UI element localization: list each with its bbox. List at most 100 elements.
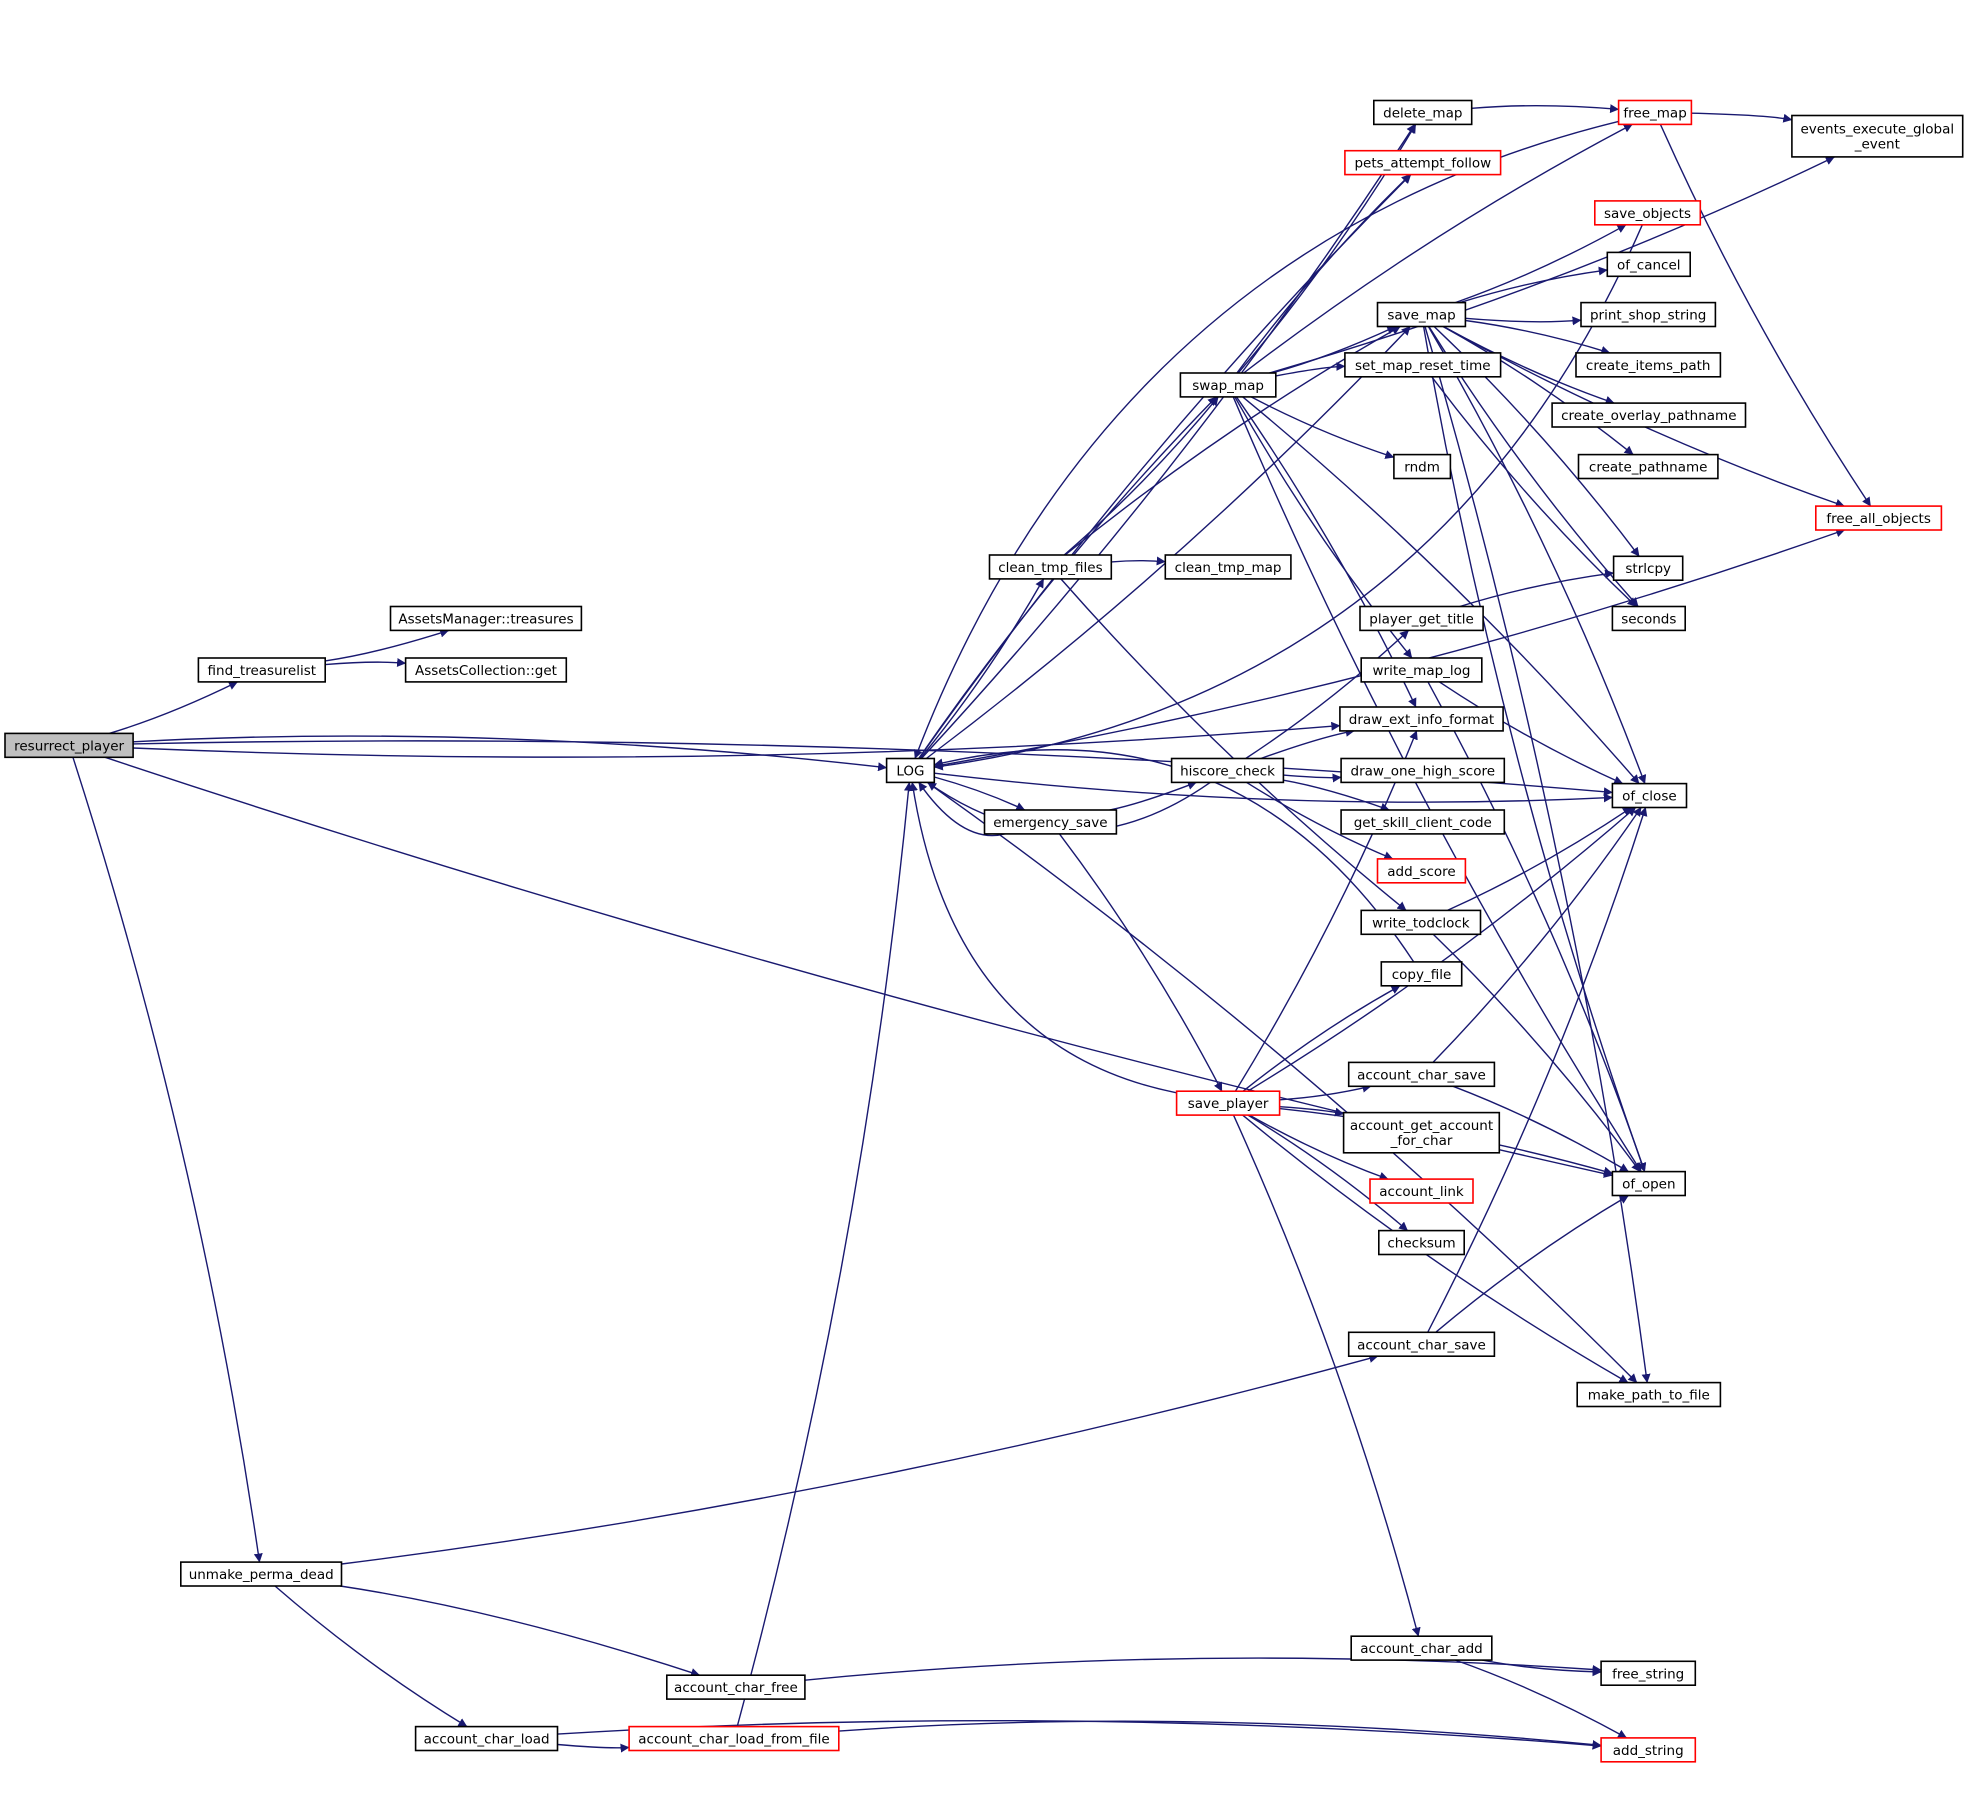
node-assets-get[interactable]: AssetsCollection::get xyxy=(404,657,568,683)
edge-free_map-to-events_execute_global_event xyxy=(1691,112,1793,123)
node-free-all-objects[interactable]: free_all_objects xyxy=(1815,505,1943,531)
node-label: set_map_reset_time xyxy=(1355,358,1491,374)
node-events-execute-global-event[interactable]: events_execute_global_event xyxy=(1791,114,1964,158)
node-box xyxy=(1380,961,1463,987)
node-label: _for_char xyxy=(1390,1133,1453,1149)
node-label: strlcpy xyxy=(1625,561,1671,577)
node-create-items-path[interactable]: create_items_path xyxy=(1575,352,1722,378)
node-label: save_player xyxy=(1188,1096,1269,1112)
node-box xyxy=(1815,505,1943,531)
node-rndm[interactable]: rndm xyxy=(1393,453,1452,480)
edge-account_char_add-to-free_string xyxy=(1482,1659,1602,1677)
node-free-string[interactable]: free_string xyxy=(1600,1660,1697,1687)
node-draw-ext-info-format[interactable]: draw_ext_info_format xyxy=(1339,706,1504,732)
node-label: draw_one_high_score xyxy=(1351,763,1496,779)
node-box xyxy=(1342,1111,1501,1154)
node-box xyxy=(1373,99,1473,126)
node-box xyxy=(1577,453,1719,480)
node-label: player_get_title xyxy=(1369,612,1474,628)
node-set-map-reset-time[interactable]: set_map_reset_time xyxy=(1344,352,1502,378)
node-resurrect-player[interactable]: resurrect_player xyxy=(4,732,134,759)
edge-account_char_save_2-to-of_open xyxy=(1435,1194,1629,1333)
node-add-string[interactable]: add_string xyxy=(1600,1737,1697,1763)
node-label: events_execute_global xyxy=(1800,122,1954,138)
node-checksum[interactable]: checksum xyxy=(1378,1229,1466,1256)
edge-swap_map-to-pets_attempt_follow xyxy=(1236,173,1411,374)
node-clean-tmp-files[interactable]: clean_tmp_files xyxy=(988,554,1113,580)
node-box xyxy=(197,657,326,683)
node-add-score[interactable]: add_score xyxy=(1376,858,1467,884)
node-pets-attempt-follow[interactable]: pets_attempt_follow xyxy=(1344,149,1502,176)
edge-save_player-to-log xyxy=(909,781,1177,1094)
nodes-layer: resurrect_player find_treasurelist AssetsM… xyxy=(4,99,1964,1763)
node-player-get-title[interactable]: player_get_title xyxy=(1359,605,1484,632)
edge-log-to-make_path_to_file xyxy=(926,781,1638,1384)
edge-save_map-to-of_open xyxy=(1422,326,1646,1173)
node-box xyxy=(1393,453,1452,480)
node-unmake-perma-dead[interactable]: unmake_perma_dead xyxy=(180,1561,343,1587)
node-account-char-load[interactable]: account_char_load xyxy=(414,1725,559,1752)
node-box xyxy=(404,657,568,683)
node-of-open[interactable]: of_open xyxy=(1611,1170,1687,1197)
node-label: draw_ext_info_format xyxy=(1349,712,1494,728)
node-seconds[interactable]: seconds xyxy=(1611,605,1687,632)
node-account-char-load-from-file[interactable]: account_char_load_from_file xyxy=(628,1725,840,1752)
edge-account_char_load_from_file-to-add_string xyxy=(838,1720,1602,1749)
node-label: LOG xyxy=(896,763,924,779)
edge-save_map-to-save_objects xyxy=(1455,224,1627,304)
edge-find_treasurelist-to-assets_get xyxy=(325,657,407,667)
node-save-map[interactable]: save_map xyxy=(1376,301,1467,328)
node-account-get-account-for-char[interactable]: account_get_account_for_char xyxy=(1342,1111,1501,1154)
node-make-path-to-file[interactable]: make_path_to_file xyxy=(1576,1381,1722,1408)
node-account-char-save-1[interactable]: account_char_save xyxy=(1347,1061,1496,1088)
node-account-char-add[interactable]: account_char_add xyxy=(1350,1635,1493,1661)
node-box xyxy=(1347,1061,1496,1088)
edge-find_treasurelist-to-assets_treasures xyxy=(325,628,450,662)
edge-save_player-to-checksum xyxy=(1247,1114,1409,1232)
node-label: account_char_load xyxy=(424,1732,550,1748)
node-print-shop-string[interactable]: print_shop_string xyxy=(1580,301,1717,328)
node-write-map-log[interactable]: write_map_log xyxy=(1360,657,1483,683)
node-free-map[interactable]: free_map xyxy=(1617,99,1693,126)
node-create-pathname[interactable]: create_pathname xyxy=(1577,453,1719,480)
node-save-objects[interactable]: save_objects xyxy=(1594,200,1702,226)
node-box xyxy=(1600,1660,1697,1687)
node-of-cancel[interactable]: of_cancel xyxy=(1606,251,1692,278)
node-label: free_map xyxy=(1623,105,1686,121)
node-label: unmake_perma_dead xyxy=(189,1567,334,1583)
node-box xyxy=(1376,301,1467,328)
node-label: get_skill_client_code xyxy=(1354,815,1492,831)
node-find-treasurelist[interactable]: find_treasurelist xyxy=(197,657,326,683)
node-of-close[interactable]: of_close xyxy=(1611,782,1688,809)
node-clean-tmp-map[interactable]: clean_tmp_map xyxy=(1164,554,1292,580)
node-account-char-free[interactable]: account_char_free xyxy=(665,1674,806,1700)
node-box xyxy=(1369,1178,1474,1204)
edges-layer xyxy=(72,104,1872,1753)
node-create-overlay-pathname[interactable]: create_overlay_pathname xyxy=(1551,402,1747,428)
node-account-char-save-2[interactable]: account_char_save xyxy=(1347,1331,1496,1358)
node-emergency-save[interactable]: emergency_save xyxy=(983,809,1118,835)
edge-save_map-to-of_cancel xyxy=(1459,266,1608,304)
node-get-skill-client-code[interactable]: get_skill_client_code xyxy=(1340,809,1506,835)
node-strlcpy[interactable]: strlcpy xyxy=(1612,555,1684,581)
node-log[interactable]: LOG xyxy=(885,757,936,784)
node-swap-map[interactable]: swap_map xyxy=(1179,372,1277,398)
edge-log-to-pets_attempt_follow xyxy=(918,174,1412,759)
node-delete-map[interactable]: delete_map xyxy=(1373,99,1473,126)
edge-log-to-save_map xyxy=(925,326,1411,760)
node-label: seconds xyxy=(1621,612,1676,628)
node-label: delete_map xyxy=(1383,105,1462,121)
node-save-player[interactable]: save_player xyxy=(1175,1090,1281,1116)
edge-resurrect_player-to-draw_ext_info_format xyxy=(133,721,1341,758)
node-label: emergency_save xyxy=(993,815,1107,831)
edge-swap_map-to-free_map xyxy=(1243,123,1633,374)
edge-account_char_save_1-to-of_close xyxy=(1432,807,1642,1063)
node-write-todclock[interactable]: write_todclock xyxy=(1360,909,1482,936)
edge-free_map-to-free_all_objects xyxy=(1659,124,1872,507)
node-draw-one-high-score[interactable]: draw_one_high_score xyxy=(1340,757,1506,784)
node-hiscore-check[interactable]: hiscore_check xyxy=(1170,757,1285,784)
edge-account_char_load_from_file-to-log xyxy=(736,781,913,1727)
node-copy-file[interactable]: copy_file xyxy=(1380,961,1463,987)
node-assets-treasures[interactable]: AssetsManager::treasures xyxy=(389,605,583,632)
node-account-link[interactable]: account_link xyxy=(1369,1178,1474,1204)
